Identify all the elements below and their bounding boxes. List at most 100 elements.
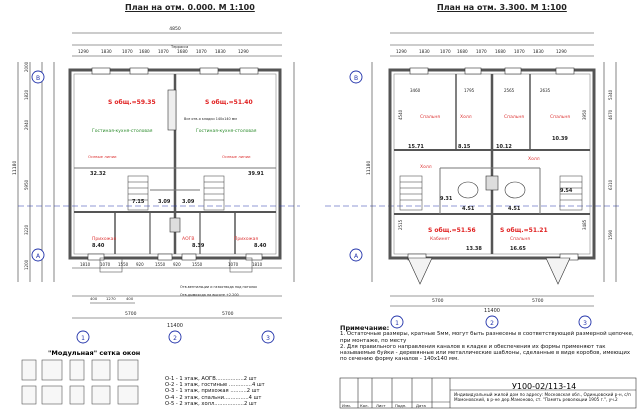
stamp-header-kol: Кол. <box>360 403 369 408</box>
right-area-value: 4.51 <box>462 206 475 212</box>
right-side-dim: 5340 <box>608 89 613 100</box>
right-area-value: 15.71 <box>408 144 424 150</box>
right-side-dim: 1590 <box>608 229 613 240</box>
left-small-dim: 400 <box>90 296 98 301</box>
module-item: О-2 - 1 этаж, гостиные ..............4 ш… <box>165 382 265 389</box>
axis-3-right <box>578 315 592 329</box>
right-top-dim: 1830 <box>419 49 430 54</box>
right-top-dim: 1070 <box>476 49 487 54</box>
left-top-dim: 1070 <box>158 49 169 54</box>
right-room-label: Холл <box>460 114 472 120</box>
right-top-dim: 1680 <box>457 49 468 54</box>
left-room-name: Гостиная-кухня-столовая <box>92 128 153 134</box>
left-room-label: АОГВ <box>182 236 194 242</box>
module-grid-title: "Модульная" сетка окон <box>48 349 141 357</box>
right-top-dim: 1070 <box>514 49 525 54</box>
left-bottom-dim: 1550 <box>118 262 129 267</box>
axis-a-left <box>31 248 45 262</box>
right-area-value: 9.54 <box>560 188 573 194</box>
left-side-dim: 1200 <box>24 259 29 270</box>
note-item: 2. Для правильного направления каналов в… <box>340 343 631 363</box>
left-small-dim: 1270 <box>106 296 116 301</box>
right-inner-dim: 2515 <box>398 219 403 230</box>
left-top-dim: 1830 <box>215 49 226 54</box>
axis-label: B <box>36 75 40 82</box>
note-item: 1. Остаточные размеры, кратные 5мм, могу… <box>340 331 634 344</box>
right-inner-dim: 2565 <box>504 88 515 93</box>
left-bottom-dim: 1810 <box>252 262 263 267</box>
left-top-dim: 1070 <box>122 49 133 54</box>
right-inner-dim: 4540 <box>398 109 403 120</box>
right-side-dim: 6310 <box>608 179 613 190</box>
module-item: О-5 - 2 этаж, холл..................2 шт <box>165 400 257 407</box>
right-room-area: S общ.=51.21 <box>500 227 548 234</box>
right-top-dim: 1680 <box>495 49 506 54</box>
right-top-dim: 1290 <box>396 49 407 54</box>
left-bottom-mid: 5700 <box>125 311 137 317</box>
stamp-header-data: Дата <box>416 403 426 408</box>
left-room-area: S общ.=59.35 <box>108 99 156 106</box>
axis-label: 2 <box>173 335 177 342</box>
axis-2-left <box>168 330 182 344</box>
left-axis-note: Осевые линии <box>222 154 251 159</box>
right-room-label: Спальня <box>504 114 524 120</box>
right-room-label: Холл <box>528 156 540 162</box>
right-area-value: 8.15 <box>458 144 471 150</box>
left-area-value: 39.91 <box>248 171 264 177</box>
stamp-code: У100-02/113-14 <box>512 382 577 391</box>
axis-label: A <box>36 253 41 260</box>
right-top-dim: 1290 <box>556 49 567 54</box>
axis-b-left <box>31 70 45 84</box>
left-bottom-total: 11400 <box>167 323 183 329</box>
right-area-value: 9.31 <box>440 196 453 202</box>
stamp-header-list: Лист <box>376 403 386 408</box>
right-area-value: 4.51 <box>508 206 521 212</box>
left-top-total: 4850 <box>169 26 181 32</box>
right-area-value: 10.39 <box>552 136 568 142</box>
axis-2-right <box>485 315 499 329</box>
axis-label: 1 <box>395 320 399 327</box>
left-area-value: 8.40 <box>254 243 267 249</box>
axis-3-left <box>261 330 275 344</box>
left-top-dim: 1070 <box>196 49 207 54</box>
right-bottom-total: 11400 <box>484 308 500 314</box>
axis-b-right <box>349 70 363 84</box>
axis-label: 3 <box>266 335 270 342</box>
left-plan <box>17 32 295 319</box>
right-bottom-mid: 5700 <box>532 298 544 304</box>
left-area-value: 8.40 <box>92 243 105 249</box>
axis-label: B <box>354 75 358 82</box>
right-bottom-mid: 5700 <box>432 298 444 304</box>
axis-a-right <box>349 248 363 262</box>
module-list: О-1 - 1 этаж, АОГВ.................2 шт … <box>165 376 265 407</box>
right-top-dim: 1070 <box>440 49 451 54</box>
right-area-value: 10.12 <box>496 144 512 150</box>
left-top-dim: 1680 <box>139 49 150 54</box>
right-room-name: Кабинет <box>430 236 450 242</box>
stamp-frame <box>339 377 637 409</box>
left-chimney-note: Отв.дымохода на высоте +2.200 <box>180 293 239 297</box>
right-inner-dim: 3950 <box>582 109 587 120</box>
left-area-value: 7.15 <box>132 199 145 205</box>
right-inner-dim: 2635 <box>540 88 551 93</box>
module-item: О-4 - 2 этаж, спальни...............4 шт <box>165 394 262 401</box>
left-side-dim: 2940 <box>24 119 29 130</box>
right-inner-dim: 3485 <box>582 219 587 230</box>
left-room-area: S общ.=51.40 <box>205 99 253 106</box>
left-room-name: Гостиная-кухня-столовая <box>196 128 257 134</box>
notes-heading: Примечание: <box>340 324 390 332</box>
left-top-dim: 1830 <box>101 49 112 54</box>
left-side-total: 11180 <box>12 161 18 175</box>
left-area-value: 32.32 <box>90 171 106 177</box>
right-area-value: 13.38 <box>466 246 482 252</box>
right-top-dim: 1830 <box>533 49 544 54</box>
left-top-dim: 1290 <box>78 49 89 54</box>
left-bottom-dim: 920 <box>173 262 181 267</box>
right-room-name: Спальня <box>510 236 530 242</box>
axis-1-right <box>390 315 404 329</box>
left-small-dim: 400 <box>126 296 134 301</box>
stamp-header-izm: Изм. <box>342 403 351 408</box>
right-side-total: 11180 <box>366 161 372 175</box>
axis-label: A <box>354 253 359 260</box>
